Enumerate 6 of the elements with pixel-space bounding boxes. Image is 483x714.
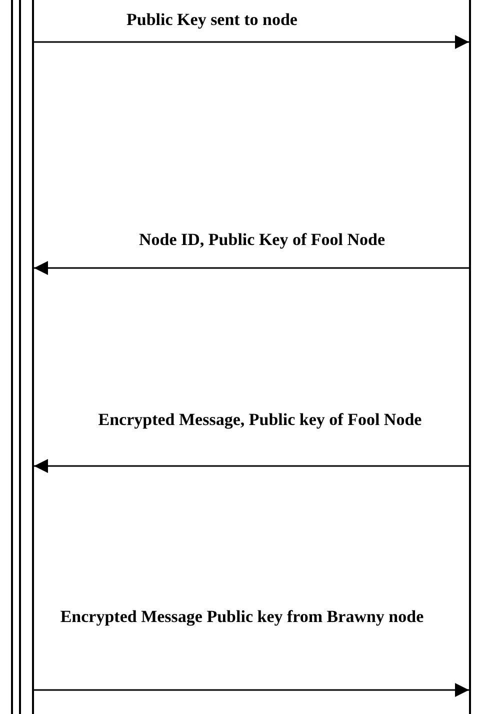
message-arrow: [34, 459, 469, 473]
message-arrow: [34, 261, 469, 275]
lifeline: [469, 0, 471, 714]
message-arrow: [34, 683, 469, 697]
message-arrow: [34, 35, 469, 49]
lifeline: [32, 0, 34, 714]
